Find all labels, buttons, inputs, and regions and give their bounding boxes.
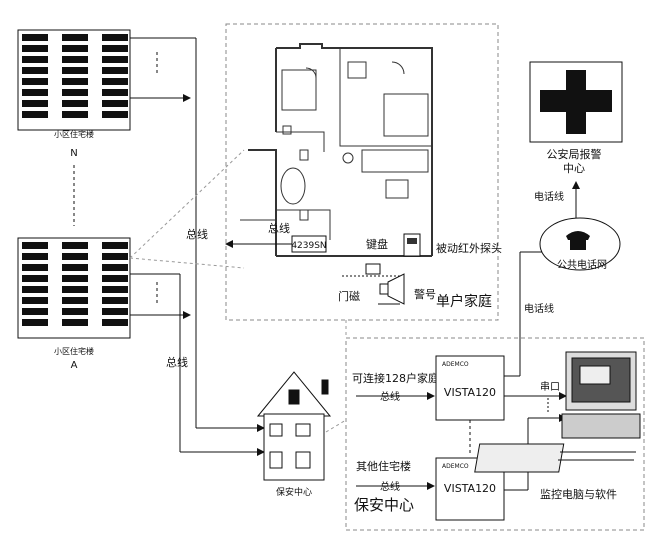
- window-bar: [102, 286, 128, 293]
- guard-house-caption: 保安中心: [276, 486, 312, 498]
- window-bar: [102, 275, 128, 282]
- window-bar: [62, 297, 88, 304]
- building-a-letter: A: [71, 360, 78, 371]
- window-bar: [22, 34, 48, 41]
- window-bar: [22, 89, 48, 96]
- vista-panel-1: ADEMCO VISTA120: [435, 355, 505, 421]
- window-bar: [62, 253, 88, 260]
- building-n-letter: N: [70, 148, 77, 159]
- window-bar: [22, 308, 48, 315]
- window-bar: [102, 34, 128, 41]
- window-bar: [102, 111, 128, 118]
- bus-label-center: 总线: [268, 221, 290, 235]
- serial-port-label: 串口: [540, 381, 560, 393]
- window-bar: [22, 111, 48, 118]
- window-bar: [62, 275, 88, 282]
- window-bar: [102, 78, 128, 85]
- vista-1-brand: ADEMCO: [442, 361, 469, 368]
- police-center: [529, 61, 623, 143]
- window-bar: [102, 89, 128, 96]
- window-bar: [22, 100, 48, 107]
- window-bar: [62, 286, 88, 293]
- window-bar: [62, 78, 88, 85]
- window-bar: [62, 89, 88, 96]
- window-bar: [102, 319, 128, 326]
- window-bar: [22, 297, 48, 304]
- window-bar: [22, 45, 48, 52]
- window-bar: [62, 319, 88, 326]
- window-bar: [22, 286, 48, 293]
- building-n-caption: 小区住宅楼: [54, 129, 94, 139]
- window-bar: [62, 45, 88, 52]
- window-bar: [22, 253, 48, 260]
- window-bar: [62, 264, 88, 271]
- window-bar: [102, 67, 128, 74]
- pir-label: 被动红外探头: [436, 242, 502, 255]
- computer-icon: [474, 351, 641, 473]
- pc-label: 监控电脑与软件: [540, 487, 617, 501]
- vista-panel-2: ADEMCO VISTA120: [435, 457, 505, 521]
- vista-2-model: VISTA120: [444, 482, 496, 495]
- house-zoom-line: [325, 419, 347, 433]
- window-bar: [22, 67, 48, 74]
- window-bar: [22, 78, 48, 85]
- building-bus-lines: [129, 37, 265, 456]
- window-bar: [22, 275, 48, 282]
- other-buildings-label: 其他住宅楼: [356, 459, 411, 473]
- vista-2-brand: ADEMCO: [442, 463, 469, 470]
- building-a-caption: 小区住宅楼: [54, 346, 94, 356]
- guard-house-icon: [256, 371, 332, 481]
- bus-label-middle: 总线: [166, 355, 188, 369]
- siren-icon: [378, 273, 405, 305]
- window-bar: [62, 67, 88, 74]
- vista-pc-links: [504, 375, 567, 491]
- door-contact-label: 门磁: [338, 289, 360, 303]
- bus-label-top: 总线: [186, 227, 208, 241]
- window-bar: [22, 319, 48, 326]
- window-bar: [62, 308, 88, 315]
- keypad-label: 键盘: [366, 237, 388, 251]
- window-bar: [22, 56, 48, 63]
- building-n-windows: [22, 34, 128, 118]
- window-bar: [22, 264, 48, 271]
- door-contact-icon: [342, 263, 402, 277]
- window-bar: [102, 45, 128, 52]
- siren-label: 警号: [414, 287, 436, 301]
- window-bar: [102, 56, 128, 63]
- window-bar: [102, 253, 128, 260]
- pir-sensor-icon: [403, 233, 421, 257]
- control-panel-code: 4239SN: [291, 241, 326, 251]
- window-bar: [102, 308, 128, 315]
- window-bar: [22, 242, 48, 249]
- window-bar: [62, 34, 88, 41]
- window-bar: [62, 56, 88, 63]
- phone-line-lower-label: 电话线: [524, 302, 554, 315]
- police-title-line1: 公安局报警: [547, 147, 602, 161]
- single-home-frame: [225, 23, 499, 321]
- security-center-title: 保安中心: [354, 496, 414, 514]
- window-bar: [102, 242, 128, 249]
- residential-building-n: 小区住宅楼 N: [17, 29, 131, 159]
- window-bar: [62, 242, 88, 249]
- vista-1-model: VISTA120: [444, 386, 496, 399]
- telephone-icon: [566, 231, 590, 250]
- building-a-windows: [22, 242, 128, 326]
- residential-building-a: 小区住宅楼 A: [17, 237, 131, 371]
- window-bar: [62, 111, 88, 118]
- window-bar: [102, 100, 128, 107]
- single-home-title: 单户家庭: [436, 293, 492, 310]
- window-bar: [62, 100, 88, 107]
- window-bar: [102, 264, 128, 271]
- window-bar: [102, 297, 128, 304]
- security-center-frame: [345, 337, 645, 531]
- phone-line-upper-label: 电话线: [534, 190, 564, 203]
- police-title-line2: 中心: [563, 162, 585, 175]
- capacity-label: 可连接128户家庭: [352, 371, 439, 385]
- phone-network-label: 公共电话网: [557, 258, 607, 271]
